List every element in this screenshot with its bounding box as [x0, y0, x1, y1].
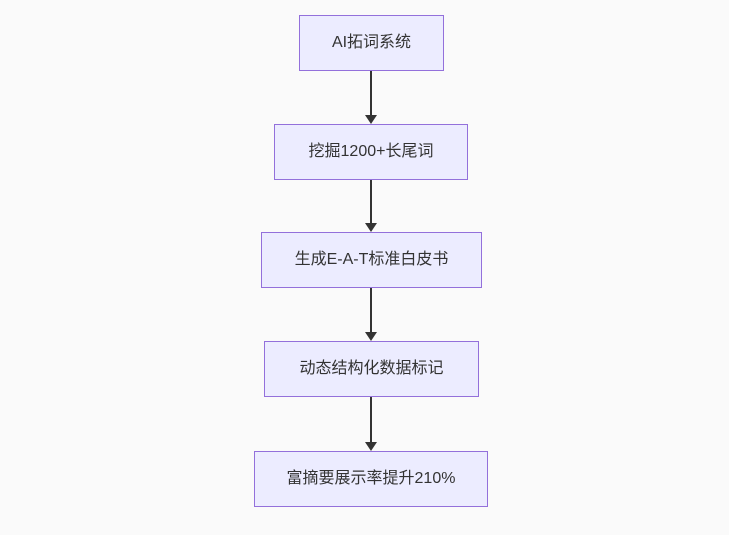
flow-node-rich-snippet-result: 富摘要展示率提升210% [254, 451, 488, 507]
flow-node-label: 动态结构化数据标记 [299, 360, 444, 377]
arrow-head-icon [365, 115, 377, 124]
flow-node-label: 富摘要展示率提升210% [286, 470, 456, 487]
arrow-head-icon [365, 442, 377, 451]
flow-node-label: 生成E-A-T标准白皮书 [294, 251, 449, 268]
flow-arrow [365, 397, 377, 451]
flow-arrow [365, 180, 377, 232]
arrow-line [370, 288, 372, 332]
flow-node-longtail-keywords: 挖掘1200+长尾词 [274, 124, 468, 180]
arrow-line [370, 71, 372, 115]
arrow-line [370, 180, 372, 223]
flow-node-label: 挖掘1200+长尾词 [308, 143, 434, 160]
flow-node-label: AI拓词系统 [331, 34, 412, 51]
flow-node-structured-data-markup: 动态结构化数据标记 [264, 341, 479, 397]
arrow-line [370, 397, 372, 442]
flow-arrow [365, 288, 377, 341]
flow-node-eat-whitepaper: 生成E-A-T标准白皮书 [261, 232, 482, 288]
flow-node-ai-word-expansion: AI拓词系统 [299, 15, 444, 71]
flow-arrow [365, 71, 377, 124]
arrow-head-icon [365, 332, 377, 341]
arrow-head-icon [365, 223, 377, 232]
